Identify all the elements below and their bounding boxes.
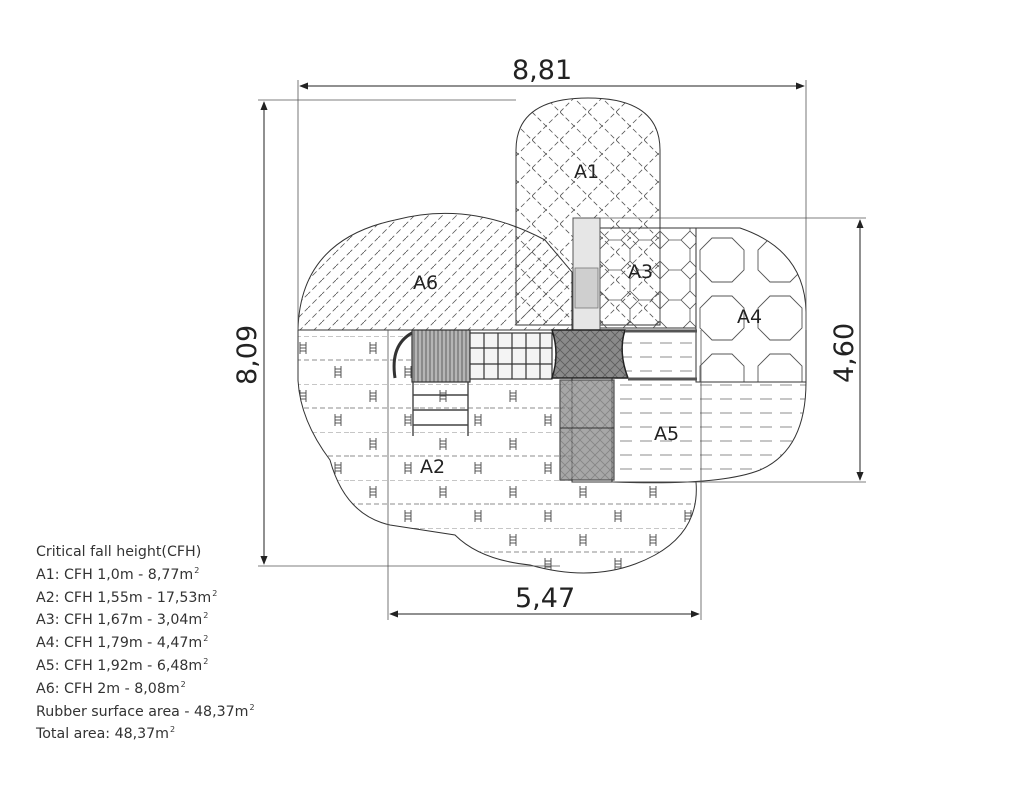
dimension-width: 8,81 (297, 55, 807, 330)
zone-label-a2: A2 (420, 456, 445, 478)
legend-row-a2: A2: CFH 1,55m - 17,53m2 (36, 588, 218, 606)
legend-row-a1: A1: CFH 1,0m - 8,77m2 (36, 565, 200, 583)
legend-row-a5: A5: CFH 1,92m - 6,48m2 (36, 656, 209, 674)
zone-label-a5: A5 (654, 423, 679, 445)
dimension-height-label: 8,09 (232, 325, 263, 385)
legend-row-total-area: Total area: 48,37m2 (36, 725, 176, 743)
dimension-inner-height: 4,60 (600, 217, 866, 483)
legend-row-a3: A3: CFH 1,67m - 3,04m2 (36, 611, 209, 629)
legend-title: Critical fall height(CFH) (36, 544, 202, 560)
zone-a4 (695, 227, 807, 383)
zone-label-a4: A4 (737, 306, 762, 328)
ladder (412, 382, 469, 436)
zone-a6 (297, 212, 573, 331)
central-platform (550, 329, 630, 379)
zone-label-a6: A6 (413, 272, 438, 294)
stairs-left (411, 329, 471, 383)
bridge (469, 332, 553, 380)
dimension-height: 8,09 (232, 99, 560, 567)
legend-row-a4: A4: CFH 1,79m - 4,47m2 (36, 634, 209, 652)
zone-a2 (297, 329, 697, 574)
dimension-inner-width: 5,47 (387, 330, 702, 620)
legend-row-rubber-area: Rubber surface area - 48,37m2 (36, 702, 255, 720)
legend-row-a6: A6: CFH 2m - 8,08m2 (36, 679, 186, 697)
zone-a5 (611, 329, 807, 484)
zone-label-a1: A1 (574, 161, 599, 183)
play-equipment (392, 329, 697, 481)
climbing-net (559, 379, 615, 481)
cfh-legend: Critical fall height(CFH) A1: CFH 1,0m -… (36, 544, 255, 744)
surface-zones (297, 97, 807, 574)
dimension-width-label: 8,81 (512, 55, 572, 86)
zone-label-a3: A3 (628, 261, 653, 283)
dimension-inner-width-label: 5,47 (515, 583, 575, 614)
dimension-inner-height-label: 4,60 (829, 323, 860, 383)
